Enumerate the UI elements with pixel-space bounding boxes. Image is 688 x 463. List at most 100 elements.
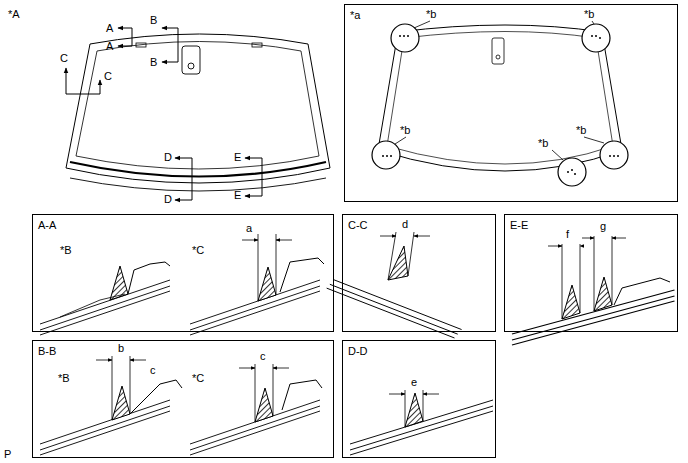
drawing-part [96, 356, 146, 420]
drawing-part [273, 364, 274, 416]
drawing-part [600, 141, 628, 169]
callout-label: *b [584, 8, 594, 21]
drawing-part [386, 155, 388, 157]
section-heading: A-A [38, 219, 56, 232]
drawing-part [372, 24, 628, 186]
drawing-part [594, 236, 595, 311]
callout-label: *b [576, 124, 586, 137]
drawing-part [408, 232, 414, 276]
callout-label: P [4, 448, 11, 461]
drawing-part [66, 34, 330, 191]
drawing-part [70, 162, 326, 177]
drawing-part [580, 246, 588, 247]
drawing-part [609, 155, 611, 157]
drawing-part [595, 35, 597, 37]
drawing-part [414, 21, 430, 28]
drawing-part [584, 137, 604, 143]
callout-label: d [402, 218, 408, 231]
callout-label: e [411, 376, 417, 389]
drawing-part [567, 171, 569, 173]
drawing-part [403, 35, 405, 37]
drawing-part [580, 244, 581, 313]
drawing-part [242, 240, 258, 241]
drawing-part [612, 236, 613, 305]
section-heading: C-C [348, 219, 368, 232]
drawing-part [378, 25, 622, 171]
callout-label: B [150, 56, 157, 69]
drawing-part [388, 232, 396, 280]
drawing-part [252, 43, 262, 47]
section-panel: A-A [32, 214, 334, 332]
drawing-part [282, 380, 322, 410]
drawing-part [118, 46, 132, 47]
drawing-part [40, 280, 170, 335]
drawing-part [178, 28, 179, 62]
drawing-part [130, 360, 146, 361]
drawing-part [188, 63, 194, 69]
drawing-part [60, 294, 125, 317]
callout-label: *C [192, 372, 204, 385]
drawing-part [255, 388, 273, 422]
drawing-part [405, 390, 406, 427]
drawing-part [382, 35, 619, 175]
callout-label: *b [538, 137, 548, 150]
drawing-part [118, 28, 132, 29]
drawing-part [192, 158, 193, 200]
drawing-part [389, 390, 439, 427]
drawing-part [571, 169, 573, 171]
drawing-part [380, 232, 430, 280]
drawing-part [245, 196, 262, 197]
drawing-part [112, 386, 130, 420]
drawing-part [382, 155, 384, 157]
callout-label: D [164, 151, 172, 164]
callout-label: C [104, 70, 112, 83]
drawing-part [612, 238, 626, 239]
drawing-part [255, 364, 256, 422]
callout-label: A [106, 22, 113, 35]
drawing-part [110, 266, 128, 300]
callout-label: a [246, 222, 252, 235]
drawing-part [262, 158, 263, 196]
drawing-part [280, 258, 324, 292]
drawing-part [239, 368, 255, 369]
drawing-part [592, 21, 594, 24]
drawing-part [66, 34, 330, 183]
drawing-part [594, 277, 612, 311]
drawing-part [617, 155, 619, 157]
drawing-part [389, 394, 405, 395]
callout-label: E [234, 189, 241, 202]
drawing-part [552, 150, 563, 160]
drawing-part [562, 244, 563, 319]
drawing-part [100, 80, 101, 94]
detail-panel: *a [344, 4, 678, 202]
drawing-part [372, 141, 400, 169]
drawing-part [582, 24, 610, 52]
drawing-part [395, 21, 604, 160]
drawing-part [405, 393, 423, 427]
section-heading: B-B [38, 345, 56, 358]
drawing-part [130, 380, 182, 414]
drawing-part [273, 368, 289, 369]
drawing-part [70, 178, 326, 191]
drawing-part [423, 394, 439, 395]
drawing-part [423, 390, 424, 421]
callout-label: b [118, 342, 124, 355]
drawing-part [175, 158, 192, 159]
drawing-part [390, 155, 392, 157]
drawing-part [558, 158, 586, 186]
drawing-part [239, 364, 289, 422]
drawing-part [66, 94, 100, 95]
drawing-part [548, 236, 626, 319]
drawing-part [380, 236, 396, 237]
drawing-part [96, 360, 112, 361]
drawing-part [162, 62, 178, 63]
callout-label: *A [8, 8, 20, 21]
callout-label: *B [60, 244, 72, 257]
drawing-part [190, 280, 320, 335]
drawing-part [492, 38, 504, 64]
drawing-part [613, 155, 615, 157]
drawing-part [132, 28, 133, 46]
section-heading: D-D [348, 345, 368, 358]
drawing-part [614, 278, 670, 305]
drawing-part [242, 234, 292, 301]
